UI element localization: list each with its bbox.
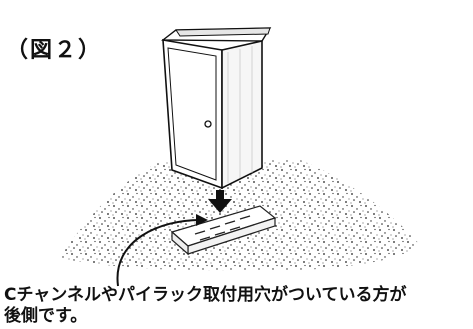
figure-label: （図２） [6,38,103,63]
caption-line-2: 後側です。 [4,306,88,326]
caption-line-1: Cチャンネルやパイラック取付用穴がついている方が [4,285,407,305]
curved-arrow-icon [116,214,208,287]
caption: Cチャンネルやパイラック取付用穴がついている方が 後側です。 [4,285,469,327]
lock-icon [204,120,212,128]
cabinet-box [160,27,272,190]
arrow-down-icon [208,190,232,213]
concrete-base [170,205,277,256]
